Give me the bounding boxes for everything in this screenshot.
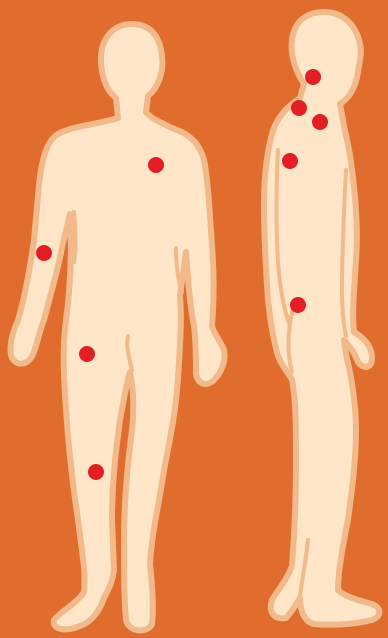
neck-lower-marker [291,100,307,116]
left-chest-marker [148,157,164,173]
side-view-figure [264,12,380,625]
upper-back-marker [282,153,298,169]
shoulder-top-marker [312,114,328,130]
right-knee-marker [88,464,104,480]
side-body-silhouette [264,12,380,625]
right-hip-marker [79,346,95,362]
neck-upper-marker [305,69,321,85]
lower-back-marker [290,297,306,313]
front-view-figure [10,24,224,630]
right-elbow-marker [36,245,52,261]
front-body-silhouette [10,24,224,630]
